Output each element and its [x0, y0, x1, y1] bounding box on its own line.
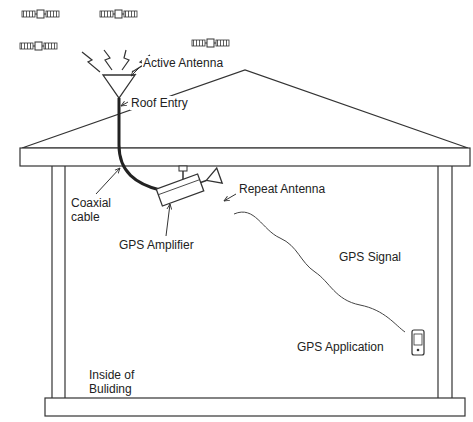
satellite: [192, 39, 229, 47]
callout-label: Roof Entry: [130, 96, 189, 110]
callout-label: GPS Amplifier: [118, 238, 195, 252]
active-antenna: [103, 75, 135, 98]
satellite: [100, 10, 137, 18]
floor: [45, 398, 465, 416]
callout-label: GPS Application: [296, 340, 385, 354]
area-label: Inside of Buliding: [88, 368, 156, 396]
satellite: [20, 42, 57, 50]
wall: [52, 166, 452, 398]
gps-device: [412, 330, 424, 355]
gps-signal-wave: [234, 212, 405, 332]
callout-label: Repeat Antenna: [238, 182, 326, 196]
signal-label: GPS Signal: [338, 250, 402, 264]
satellite: [22, 10, 59, 18]
gps-amplifier: [156, 167, 222, 206]
roof: [22, 70, 468, 148]
satellite-signal: [82, 50, 150, 72]
callout-label: Coaxial cable: [70, 196, 124, 224]
coaxial-cable: [119, 98, 160, 190]
callout-label: Active Antenna: [142, 56, 224, 70]
roof-eave: [20, 148, 470, 166]
amplifier-mount: [179, 166, 187, 171]
